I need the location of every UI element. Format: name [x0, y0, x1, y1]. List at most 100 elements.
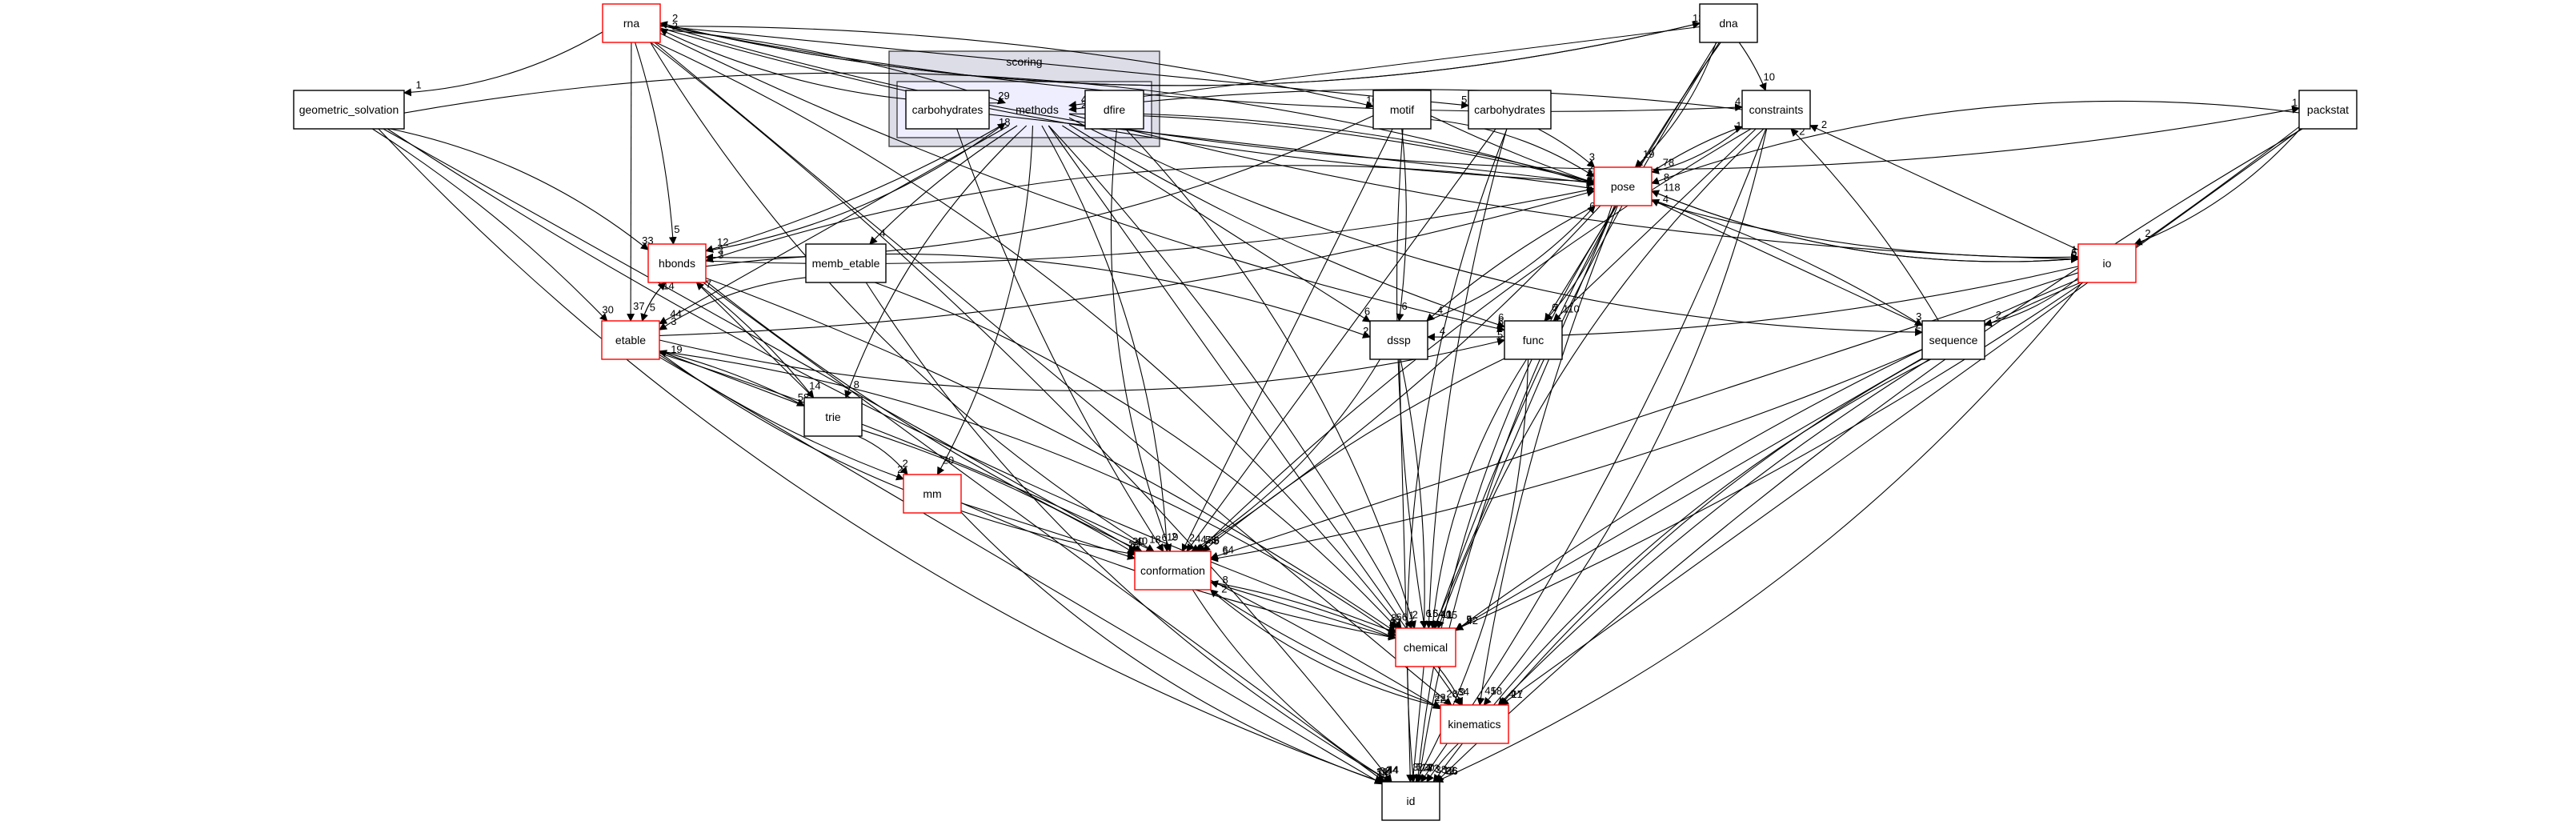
edge-chemical-to-conformation[interactable]: 8: [1210, 574, 1396, 639]
node-label[interactable]: pose: [1611, 180, 1636, 193]
edge-line[interactable]: [1400, 358, 1428, 629]
edge-hbonds-to-trie[interactable]: 14: [696, 282, 821, 398]
edge-count-label[interactable]: 2: [1588, 162, 1593, 174]
edge-func-to-chemical[interactable]: 4: [1428, 358, 1528, 629]
edge-line[interactable]: [1191, 358, 1380, 552]
node-label[interactable]: chemical: [1404, 641, 1448, 654]
edge-count-label[interactable]: 6: [1587, 181, 1592, 193]
edge-count-label[interactable]: 73: [1428, 762, 1439, 774]
edge-motif-to-pose[interactable]: 2: [1430, 118, 1595, 178]
edge-line[interactable]: [1202, 358, 1505, 552]
edge-count-label[interactable]: 4: [1081, 94, 1087, 106]
node-label[interactable]: id: [1407, 795, 1416, 807]
edge-line[interactable]: [844, 125, 1028, 398]
edge-count-label[interactable]: 2: [672, 12, 678, 24]
node-packstat[interactable]: packstat: [2298, 90, 2358, 130]
node-label[interactable]: trie: [825, 410, 841, 423]
node-trie[interactable]: trie: [803, 397, 863, 437]
edge-count-label[interactable]: 4: [1438, 608, 1444, 620]
edge-count-label[interactable]: 8: [1664, 171, 1669, 183]
edge-line[interactable]: [1738, 42, 1767, 91]
node-label[interactable]: kinematics: [1448, 718, 1500, 731]
node-box[interactable]: [1084, 90, 1144, 130]
edge-count-label[interactable]: 36: [1446, 765, 1457, 777]
edge-count-label[interactable]: 3: [1916, 310, 1921, 322]
edge-count-label[interactable]: 4: [1735, 95, 1741, 107]
edge-line[interactable]: [1068, 89, 1743, 113]
edge-motif-to-io[interactable]: 17: [1430, 115, 2083, 262]
edge-line[interactable]: [1426, 205, 1596, 322]
edge-count-label[interactable]: 4: [1663, 193, 1669, 205]
edge-line[interactable]: [1483, 128, 1768, 706]
edge-count-label[interactable]: 9: [1466, 614, 1472, 626]
edge-line[interactable]: [390, 128, 649, 250]
edge-count-label[interactable]: 26: [1446, 765, 1457, 777]
edge-memb-etable-to-etable[interactable]: 3: [659, 277, 807, 330]
node-sequence[interactable]: sequence: [1921, 320, 1985, 360]
edge-pose-to-dssp[interactable]: 4: [1426, 205, 1596, 322]
edge-geometric-solvation-to-conformation[interactable]: 20: [383, 128, 1144, 552]
edge-sequence-to-constraints[interactable]: 2: [1790, 126, 1939, 322]
edge-line[interactable]: [1790, 128, 1939, 322]
edge-methods-to-trie[interactable]: 8: [844, 125, 1028, 398]
node-id[interactable]: id: [1381, 781, 1440, 821]
edge-constraints-to-methods[interactable]: 2: [1068, 89, 1743, 113]
edge-etable-to-mm[interactable]: 2: [659, 354, 904, 481]
edge-line[interactable]: [659, 33, 1505, 333]
node-box[interactable]: [803, 397, 863, 437]
node-box[interactable]: [1699, 3, 1758, 43]
edge-dna-to-methods[interactable]: 4: [1068, 26, 1701, 109]
edge-line[interactable]: [1197, 128, 1752, 552]
node-label[interactable]: hbonds: [659, 257, 695, 270]
edge-constraints-to-pose[interactable]: 78: [1651, 126, 1743, 174]
edge-count-label[interactable]: 6: [1552, 302, 1557, 314]
edge-count-label[interactable]: 12: [1443, 764, 1454, 776]
edge-carbohydrates-to-conformation[interactable]: 4: [1186, 128, 1496, 552]
edge-line[interactable]: [1436, 128, 1765, 629]
edge-count-label[interactable]: 20: [1132, 535, 1144, 547]
edge-line[interactable]: [659, 354, 904, 481]
edge-line[interactable]: [1210, 348, 1923, 563]
edge-line[interactable]: [2133, 128, 2301, 246]
edge-line[interactable]: [1428, 358, 1528, 629]
edge-methods-to-hbonds[interactable]: 12: [705, 122, 1006, 253]
edge-line[interactable]: [1192, 589, 1392, 783]
node-label[interactable]: dna: [1719, 17, 1738, 30]
node-label[interactable]: io: [2103, 257, 2112, 270]
edge-line[interactable]: [696, 282, 815, 398]
node-io[interactable]: io: [2077, 243, 2137, 283]
edge-count-label[interactable]: 29: [998, 90, 1009, 102]
edge-line[interactable]: [960, 511, 1383, 784]
edge-line[interactable]: [1497, 358, 1930, 706]
edge-count-label[interactable]: 38: [1380, 765, 1391, 777]
edge-count-label[interactable]: 6: [1425, 607, 1431, 619]
edge-line[interactable]: [1420, 128, 1767, 783]
node-label[interactable]: dfire: [1104, 103, 1125, 116]
edge-line[interactable]: [659, 352, 1441, 710]
edge-line[interactable]: [1068, 117, 1923, 337]
edge-line[interactable]: [1210, 581, 1396, 639]
edge-line[interactable]: [1436, 128, 2303, 783]
edge-count-label[interactable]: 5: [1223, 546, 1228, 558]
edge-count-label[interactable]: 5: [674, 223, 679, 235]
edge-line[interactable]: [1651, 126, 1743, 174]
edge-count-label[interactable]: 4: [1200, 533, 1206, 545]
edge-line[interactable]: [1062, 125, 1371, 322]
edge-count-label[interactable]: 118: [1664, 182, 1681, 194]
node-box[interactable]: [601, 320, 660, 360]
edge-line[interactable]: [1414, 205, 1617, 783]
edge-count-label[interactable]: 110: [1563, 303, 1580, 315]
node-conformation[interactable]: conformation: [1134, 551, 1212, 591]
edge-count-label[interactable]: 3: [1386, 764, 1392, 776]
edge-packstat-to-chemical[interactable]: 5: [1455, 126, 2300, 631]
node-label[interactable]: rna: [623, 17, 639, 30]
edge-dna-to-rna[interactable]: 2: [659, 12, 1701, 86]
edge-line[interactable]: [865, 282, 1392, 783]
node-chemical[interactable]: chemical: [1395, 627, 1456, 667]
node-box[interactable]: [647, 243, 707, 283]
edge-count-label[interactable]: 2: [1821, 118, 1827, 130]
edge-hbonds-to-id[interactable]: 38: [703, 282, 1391, 783]
edge-count-label[interactable]: 3: [718, 244, 723, 256]
edge-line[interactable]: [1984, 277, 2079, 327]
node-box[interactable]: [805, 243, 887, 283]
